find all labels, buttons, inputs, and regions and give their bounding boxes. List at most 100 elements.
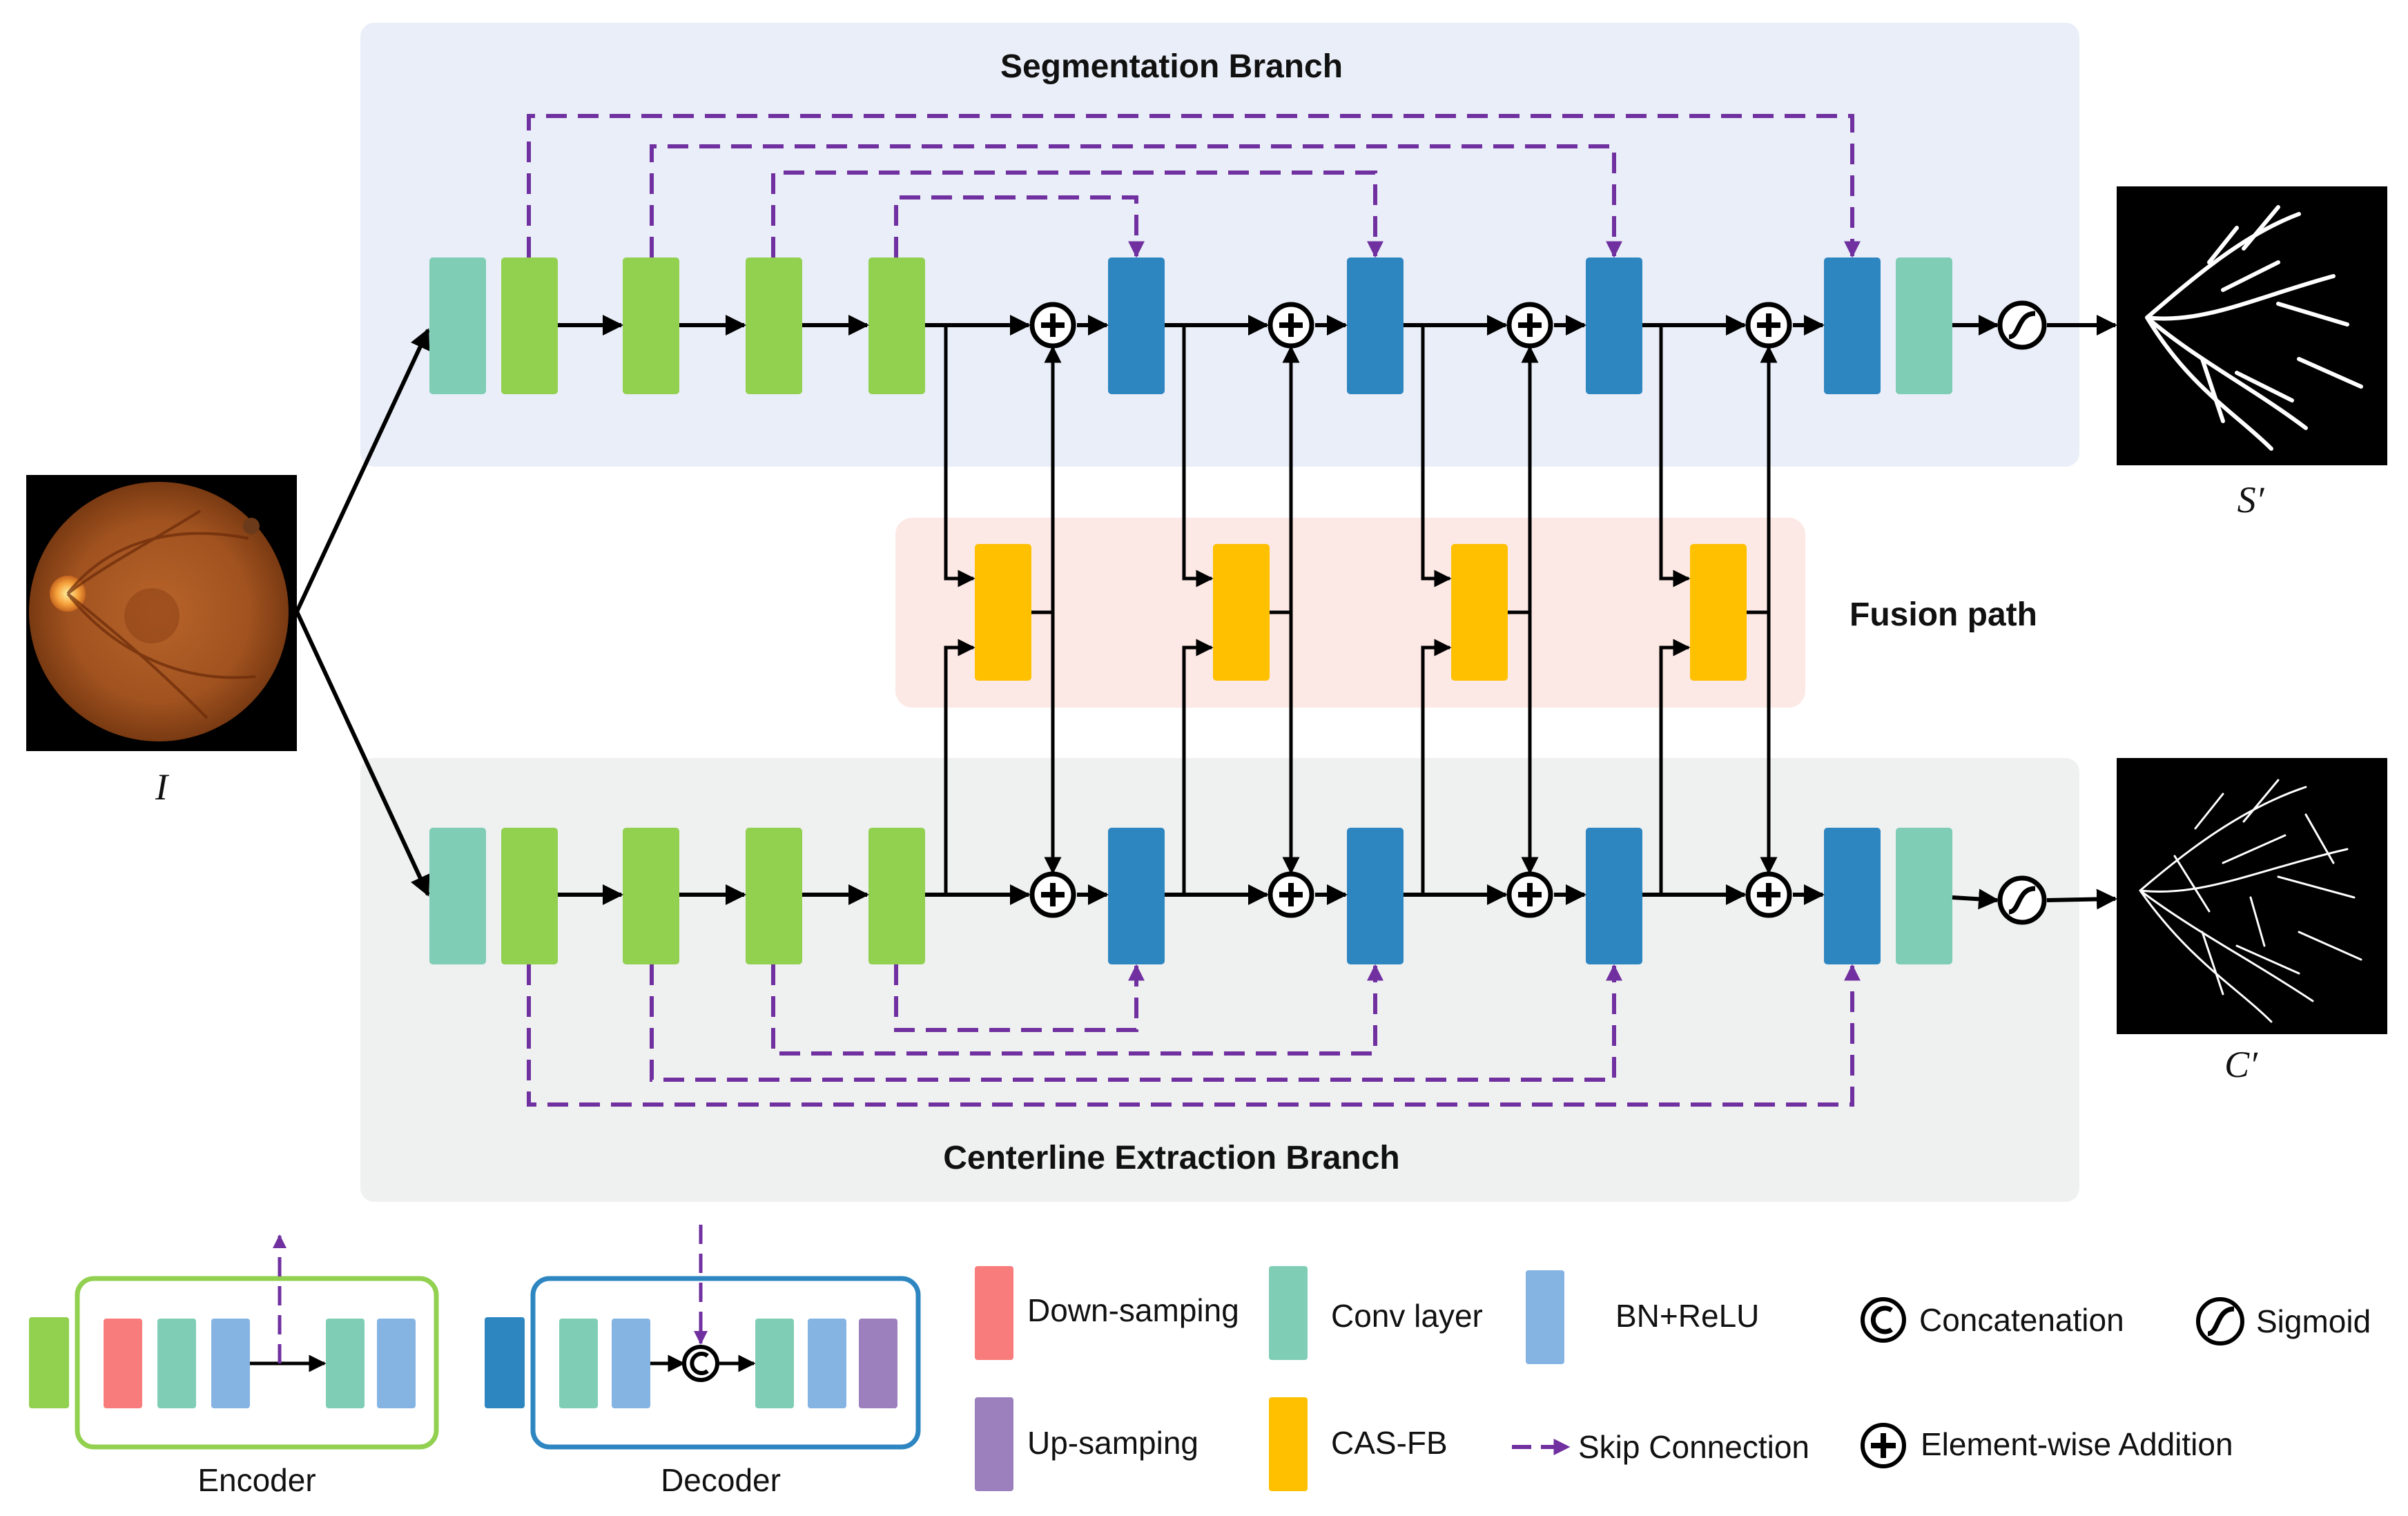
encoder-conv-block-2 [326, 1319, 365, 1408]
bottom-arrow-sigmoid-output [2046, 888, 2117, 910]
input-arrow-bottom [295, 610, 430, 897]
concatenation-label: Concatenation [1919, 1302, 2124, 1338]
fusion-in-bottom-4 [1659, 639, 1691, 895]
centerline-branch-title: Centerline Extraction Branch [943, 1140, 1400, 1176]
centerline-output-image [2117, 758, 2387, 1034]
encoder-bn-relu-block-2 [377, 1319, 416, 1408]
cas-fb-swatch [1269, 1397, 1308, 1491]
decoder-concatenation-node [682, 1345, 719, 1382]
input-arrow-top [295, 328, 430, 613]
top-decoder-block-1 [1108, 257, 1165, 394]
top-conv-layer-out [1896, 257, 1952, 394]
plus-icon [1871, 1433, 1896, 1458]
top-encoder-block-2 [623, 257, 679, 394]
down-sampling-label: Down-samping [1027, 1292, 1239, 1328]
plus-icon [1757, 883, 1780, 906]
plus-icon [1279, 313, 1303, 337]
top-skip-connection-1 [894, 195, 1145, 258]
bottom-decoder-block-2 [1347, 828, 1404, 964]
encoder-conv-block-1 [157, 1319, 196, 1408]
plus-icon [1279, 883, 1303, 906]
decoder-conv-block-2 [755, 1319, 794, 1408]
segmentation-output-image [2117, 186, 2387, 465]
bn-relu-swatch [1526, 1270, 1564, 1364]
bn-relu-label: BN+ReLU [1615, 1298, 1759, 1334]
cas-fb-block-2 [1213, 544, 1270, 681]
fusion-in-top-1 [944, 325, 975, 587]
fusion-in-bottom-2 [1182, 639, 1214, 895]
bottom-encoder-block-2 [623, 828, 679, 964]
cas-fb-block-4 [1690, 544, 1747, 681]
cas-fb-label: CAS-FB [1331, 1425, 1448, 1461]
bottom-conv-layer-in [429, 828, 486, 964]
sigmoid-icon [2008, 311, 2036, 340]
bottom-skip-connection-4 [527, 964, 1861, 1107]
decoder-legend-block [485, 1317, 525, 1408]
plus-icon [1518, 313, 1542, 337]
input-fundus-image [26, 475, 297, 751]
input-label: I [155, 766, 170, 808]
decoder-bn-relu-block-2 [808, 1319, 846, 1408]
fusion-in-bottom-3 [1421, 639, 1452, 895]
encoder-legend-box [75, 1276, 439, 1450]
top-conv-layer-in [429, 257, 486, 394]
up-sampling-swatch [975, 1397, 1013, 1491]
fusion-in-bottom-1 [944, 639, 975, 895]
plus-icon [1041, 313, 1065, 337]
down-sampling-swatch [975, 1266, 1013, 1360]
segmentation-branch-title: Segmentation Branch [1000, 48, 1343, 85]
segmentation-output-label: S′ [2237, 479, 2265, 521]
fusion-path-panel [895, 518, 1805, 708]
bottom-conv-layer-out [1896, 828, 1952, 964]
sigmoid-icon [2207, 1306, 2235, 1337]
element-wise-addition-label: Element-wise Addition [1921, 1426, 2233, 1462]
segmentation-branch-panel [360, 23, 2079, 467]
bottom-encoder-block-3 [746, 828, 802, 964]
bottom-decoder-block-4 [1824, 828, 1881, 964]
bottom-skip-connection-2 [771, 964, 1383, 1056]
plus-icon [1518, 883, 1542, 906]
fusion-path-title: Fusion path [1849, 596, 2037, 633]
bottom-arrow-conv-sigmoid [1952, 888, 1999, 910]
cas-fb-block-3 [1451, 544, 1508, 681]
plus-icon [1757, 313, 1780, 337]
decoder-label: Decoder [661, 1462, 781, 1498]
encoder-bn-relu-block-1 [211, 1319, 250, 1408]
concatenation-icon [690, 1352, 709, 1375]
bottom-encoder-block-1 [501, 828, 558, 964]
centerline-output-label: C′ [2224, 1044, 2258, 1085]
decoder-bn-relu-block-1 [612, 1319, 650, 1408]
fusion-in-top-4 [1659, 325, 1691, 587]
decoder-conv-block-1 [559, 1319, 598, 1408]
concatenation-icon [1870, 1305, 1893, 1334]
top-skip-connection-4 [527, 114, 1861, 258]
top-skip-connection-3 [650, 144, 1622, 258]
bottom-decoder-block-3 [1586, 828, 1642, 964]
top-decoder-block-4 [1824, 257, 1881, 394]
fusion-in-top-3 [1421, 325, 1452, 587]
top-encoder-block-1 [501, 257, 558, 394]
decoder-up-sampling-block [859, 1319, 897, 1408]
decoder-legend-box [530, 1276, 921, 1450]
encoder-legend-block [29, 1317, 69, 1408]
top-skip-connection-2 [771, 171, 1383, 258]
top-decoder-block-3 [1586, 257, 1642, 394]
bottom-encoder-block-4 [868, 828, 925, 964]
fusion-in-top-2 [1182, 325, 1214, 587]
top-decoder-block-2 [1347, 257, 1404, 394]
cas-fb-block-1 [975, 544, 1031, 681]
skip-connection-label: Skip Connection [1578, 1429, 1809, 1465]
top-encoder-block-3 [746, 257, 802, 394]
bottom-decoder-block-1 [1108, 828, 1165, 964]
conv-layer-swatch [1269, 1266, 1308, 1360]
top-encoder-block-4 [868, 257, 925, 394]
up-sampling-label: Up-samping [1027, 1425, 1198, 1461]
centerline-branch-panel [360, 758, 2079, 1202]
sigmoid-icon [2008, 886, 2036, 915]
plus-icon [1041, 883, 1065, 906]
conv-layer-label: Conv layer [1331, 1298, 1483, 1334]
sigmoid-label: Sigmoid [2256, 1303, 2371, 1339]
encoder-label: Encoder [197, 1462, 315, 1498]
bottom-skip-connection-1 [894, 964, 1145, 1032]
